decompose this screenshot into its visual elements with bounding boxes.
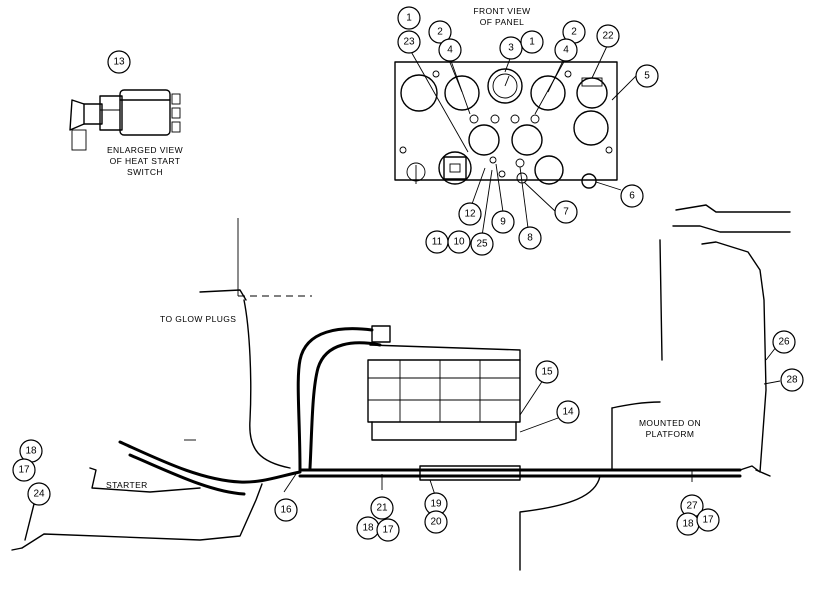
callout-leaders — [283, 37, 781, 499]
callout-17c: 17 — [696, 508, 720, 532]
callout-22: 22 — [596, 24, 620, 48]
callout-17b: 17 — [376, 518, 400, 542]
svg-text:MOUNTED ON: MOUNTED ON — [639, 418, 701, 428]
callout-9: 9 — [491, 210, 515, 234]
callout-11: 11 — [425, 230, 449, 254]
svg-text:17: 17 — [18, 465, 30, 476]
svg-text:18: 18 — [25, 446, 37, 457]
platform-outline — [184, 204, 791, 441]
callout-17: 17 — [12, 458, 36, 482]
callout-20: 20 — [424, 510, 448, 534]
callout-25: 25 — [470, 232, 494, 256]
svg-text:18: 18 — [362, 523, 374, 534]
callout-23: 23 — [397, 30, 421, 54]
svg-text:24: 24 — [33, 489, 45, 500]
svg-text:26: 26 — [778, 337, 790, 348]
svg-text:PLATFORM: PLATFORM — [646, 429, 695, 439]
svg-text:20: 20 — [430, 517, 442, 528]
callout-10: 10 — [447, 230, 471, 254]
engine-block — [367, 325, 521, 481]
callout-15: 15 — [535, 360, 559, 384]
callout-1b: 1 — [520, 30, 544, 54]
svg-text:27: 27 — [686, 501, 698, 512]
callout-4b: 4 — [554, 38, 578, 62]
svg-text:OF HEAT START: OF HEAT START — [110, 156, 181, 166]
svg-text:2: 2 — [571, 27, 577, 38]
mounted-on-platform-label: MOUNTED ON PLATFORM — [639, 418, 701, 439]
callout-4: 4 — [438, 38, 462, 62]
to-glow-plugs-label: TO GLOW PLUGS — [160, 314, 236, 324]
callout-3: 3 — [499, 36, 523, 60]
svg-text:14: 14 — [562, 407, 574, 418]
callout-5: 5 — [635, 64, 659, 88]
callout-8: 8 — [518, 226, 542, 250]
svg-text:7: 7 — [563, 207, 569, 218]
svg-text:5: 5 — [644, 71, 650, 82]
callout-24: 24 — [27, 482, 51, 506]
svg-text:17: 17 — [702, 515, 714, 526]
svg-text:4: 4 — [447, 45, 453, 56]
svg-text:13: 13 — [113, 57, 125, 68]
svg-text:FRONT VIEW: FRONT VIEW — [473, 6, 530, 16]
svg-text:10: 10 — [453, 237, 465, 248]
svg-text:4: 4 — [563, 45, 569, 56]
svg-text:12: 12 — [464, 209, 476, 220]
svg-text:6: 6 — [629, 191, 635, 202]
svg-text:18: 18 — [682, 519, 694, 530]
heat-start-switch-drawing — [69, 89, 181, 151]
svg-text:25: 25 — [476, 239, 488, 250]
callout-6: 6 — [620, 184, 644, 208]
svg-text:1: 1 — [529, 37, 535, 48]
instrument-panel — [394, 61, 618, 189]
starter-label: STARTER — [106, 480, 148, 490]
svg-text:16: 16 — [280, 505, 292, 516]
svg-text:28: 28 — [786, 375, 798, 386]
svg-text:19: 19 — [430, 499, 442, 510]
svg-text:2: 2 — [437, 27, 443, 38]
svg-text:OF PANEL: OF PANEL — [480, 17, 525, 27]
callout-13: 13 — [107, 50, 131, 74]
callout-28: 28 — [780, 368, 804, 392]
callout-26: 26 — [772, 330, 796, 354]
callout-12: 12 — [458, 202, 482, 226]
svg-text:1: 1 — [406, 13, 412, 24]
front-view-label: FRONT VIEW OF PANEL — [473, 6, 530, 27]
wire-harness — [11, 241, 771, 571]
enlarged-view-label: ENLARGED VIEW OF HEAT START SWITCH — [107, 145, 183, 177]
callout-2: 2 — [428, 20, 452, 44]
callout-16: 16 — [274, 498, 298, 522]
svg-text:23: 23 — [403, 37, 415, 48]
callout-1: 1 — [397, 6, 421, 30]
svg-text:SWITCH: SWITCH — [127, 167, 163, 177]
svg-text:9: 9 — [500, 217, 506, 228]
svg-text:15: 15 — [541, 367, 553, 378]
callout-7: 7 — [554, 200, 578, 224]
svg-text:21: 21 — [376, 503, 388, 514]
svg-text:11: 11 — [432, 237, 443, 248]
svg-text:ENLARGED VIEW: ENLARGED VIEW — [107, 145, 183, 155]
callout-18c: 18 — [676, 512, 700, 536]
svg-text:8: 8 — [527, 233, 533, 244]
svg-text:22: 22 — [602, 31, 614, 42]
callout-14: 14 — [556, 400, 580, 424]
callout-21: 21 — [370, 496, 394, 520]
svg-text:3: 3 — [508, 43, 514, 54]
callout-18b: 18 — [356, 516, 380, 540]
svg-text:17: 17 — [382, 525, 394, 536]
